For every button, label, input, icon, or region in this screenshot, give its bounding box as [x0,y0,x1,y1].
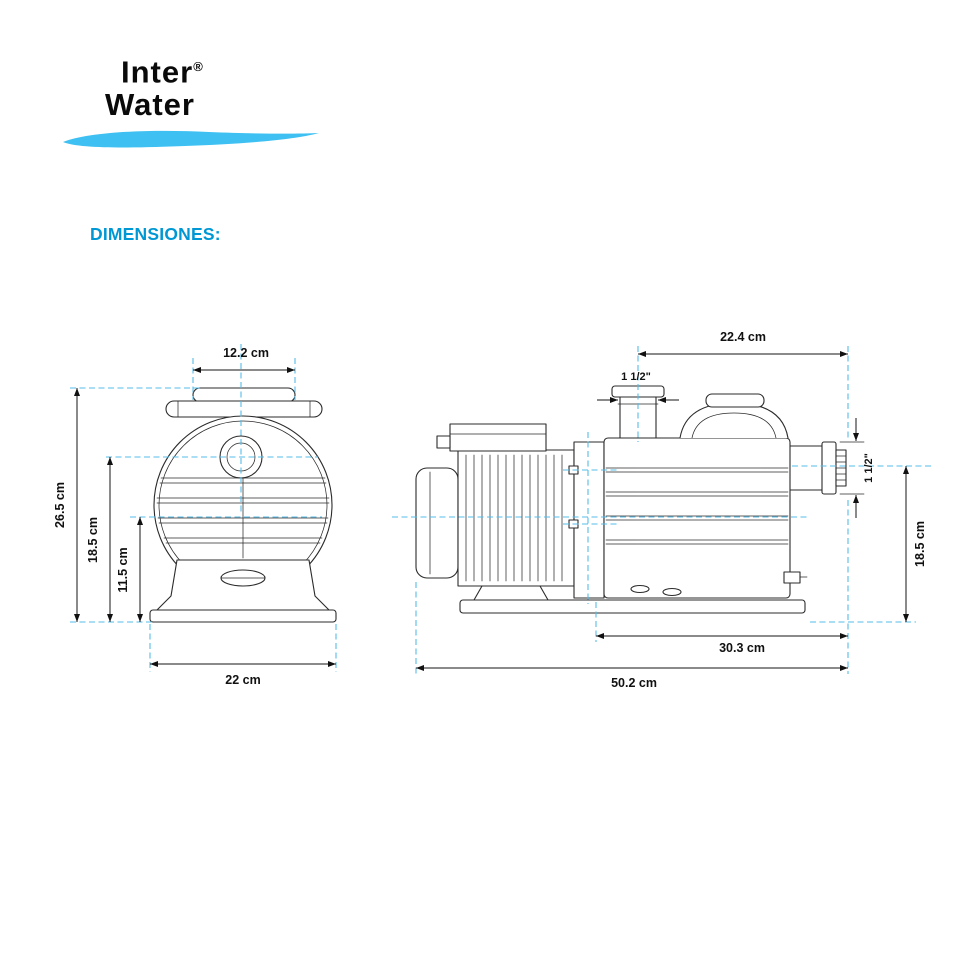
dim-side-body-length: 30.3 cm [719,641,765,655]
dim-front-top-width: 12.2 cm [223,346,269,360]
dim-side-top-length: 22.4 cm [720,330,766,344]
logo-word-inter: Inter [121,54,194,90]
dimension-labels: 12.2 cm 26.5 cm 18.5 cm 11.5 cm 22 cm 22… [53,330,927,690]
dim-front-total-height: 26.5 cm [53,482,67,528]
logo-word-water: Water [105,87,195,123]
section-heading: DIMENSIONES: [90,224,221,244]
registered-trademark-icon: ® [193,59,203,74]
logo-underline-swoosh [63,131,319,148]
dim-front-center-height: 18.5 cm [86,517,100,563]
side-view-drawing [415,385,847,614]
dim-side-outlet-port: 1 1/2" [863,453,875,483]
front-view-drawing [149,387,337,623]
logo-line1: Inter® [105,50,375,88]
dim-front-axis-height: 11.5 cm [116,547,130,592]
dim-side-inlet-port: 1 1/2" [621,371,651,383]
brand-logo: Inter® Water [63,50,375,153]
dim-front-base-width: 22 cm [225,673,260,687]
dim-side-total-length: 50.2 cm [611,676,657,690]
dim-side-right-height: 18.5 cm [913,521,927,567]
dimension-lines [74,351,909,671]
